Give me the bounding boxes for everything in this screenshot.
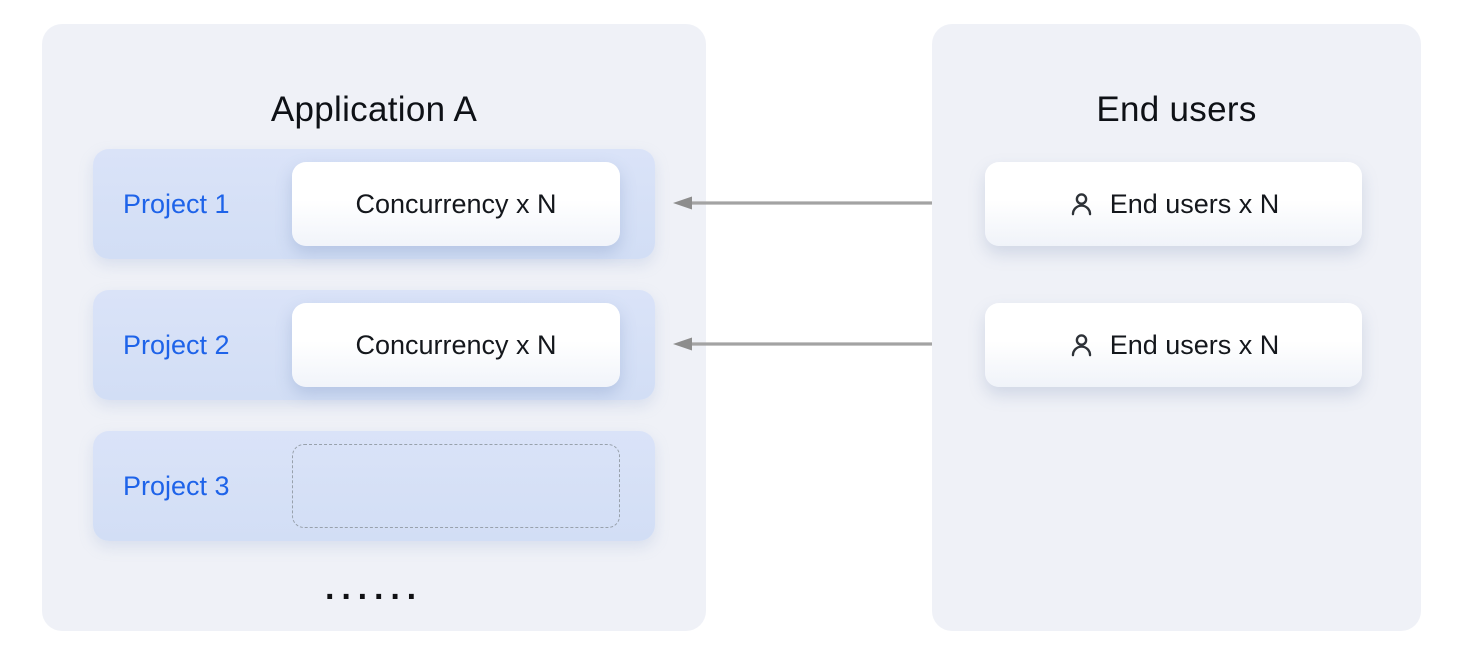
end-users-card: End users x N xyxy=(985,303,1362,387)
ellipsis: ······ xyxy=(325,578,423,616)
person-icon xyxy=(1068,332,1095,359)
project-row: Project 2 Concurrency x N xyxy=(93,290,655,400)
concurrency-card: Concurrency x N xyxy=(292,162,620,246)
end-users-card-label: End users x N xyxy=(1109,329,1280,360)
end-users-card: End users x N xyxy=(985,162,1362,246)
application-a-panel: Application A Project 1 Concurrency x N … xyxy=(42,24,706,631)
project-label: Project 1 xyxy=(123,188,230,219)
concurrency-card: Concurrency x N xyxy=(292,303,620,387)
project-label: Project 3 xyxy=(123,470,230,501)
panel-title: End users xyxy=(1096,90,1257,129)
empty-slot xyxy=(292,444,620,528)
project-label: Project 2 xyxy=(123,329,230,360)
project-row: Project 1 Concurrency x N xyxy=(93,149,655,259)
panel-title: Application A xyxy=(270,90,478,129)
bidirectional-arrow xyxy=(673,196,963,210)
end-users-panel: End users End users x N End users x N xyxy=(932,24,1421,631)
end-users-card-label: End users x N xyxy=(1109,188,1280,219)
project-row: Project 3 xyxy=(93,431,655,541)
bidirectional-arrow xyxy=(673,337,963,351)
person-icon xyxy=(1068,191,1095,218)
